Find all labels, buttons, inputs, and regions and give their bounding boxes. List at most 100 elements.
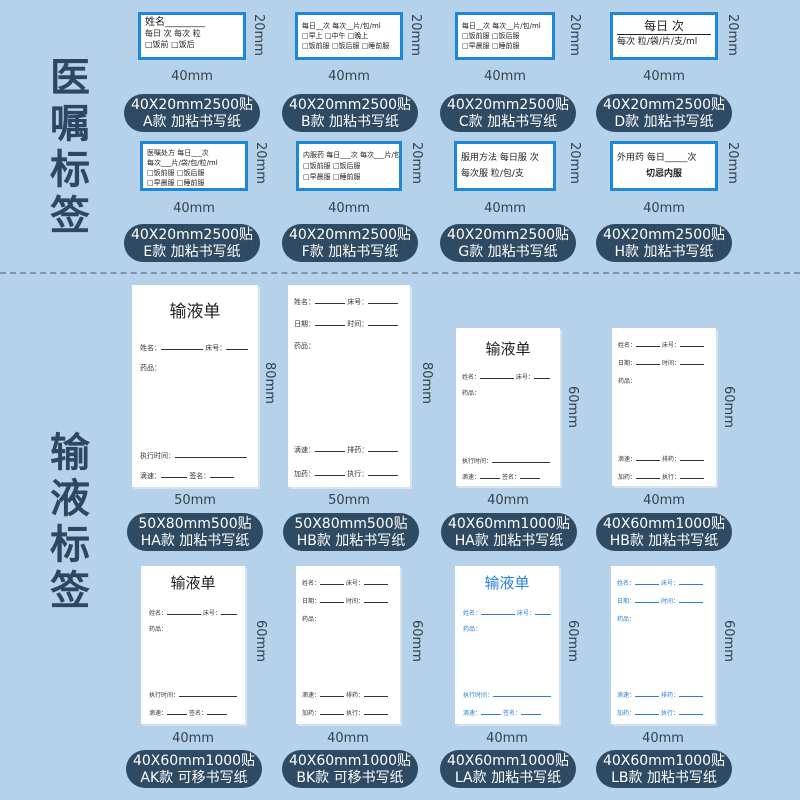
field-bed: 床号：: [345, 580, 364, 587]
field-date: 日期：: [294, 320, 315, 328]
label-line: □早晨服 □睡前服: [147, 179, 205, 187]
field-dispense: 排药：: [345, 692, 364, 699]
small-label-d: 每日 次 每次 粒/袋/片/支/ml: [610, 12, 718, 60]
label-line: □饭前服 □饭后服: [303, 162, 361, 170]
field-name: 姓名：: [294, 298, 315, 306]
label-line: 医嘱处方 每日___次: [147, 149, 209, 157]
field-speed: 滴速：: [302, 692, 321, 699]
pill-spec: 40X60mm1000贴: [447, 516, 571, 532]
label-line: 每日 次: [617, 19, 711, 35]
infusion-label-hb-40x60: 姓名： 床号： 日期： 时间： 药品： 滴速： 排药： 加药： 执行：: [612, 328, 716, 486]
infusion-label-ak: 输液单 姓名： 床号： 药品： 执行时间： 滴速： 签名：: [141, 566, 245, 724]
small-label-c: 每日__次 每次__片/包/ml □饭前服 □饭后服 □早晨服 □睡前服: [455, 12, 555, 60]
field-drug: 药品：: [463, 626, 482, 633]
infusion-label-ha-50x80: 输液单 姓名： 床号： 药品： 执行时间： 滴速： 签名：: [132, 285, 258, 487]
infusion-label-lb: 姓名： 床号： 日期： 时间： 药品： 滴速： 排药： 加药： 执行：: [611, 566, 715, 724]
infusion-label-la: 输液单 姓名： 床号： 药品： 执行时间： 滴速： 签名：: [455, 566, 559, 724]
field-dispense: 排药：: [660, 692, 679, 699]
label-line: 每日__次 每次__片/包/ml: [462, 22, 541, 30]
side-title-char: 签: [50, 193, 90, 239]
field-add-drug: 加药：: [618, 474, 637, 481]
label-line: □饭前服 □饭后服: [462, 32, 520, 40]
pill-spec: 40X20mm2500贴: [130, 97, 254, 113]
dimension-width: 40mm: [172, 731, 214, 746]
field-bed: 床号：: [661, 342, 680, 349]
label-line: □饭前 □饭后: [145, 40, 195, 49]
product-pill-h: 40X20mm2500贴 H款 加粘书写纸: [596, 224, 732, 262]
product-pill-e: 40X20mm2500贴 E款 加粘书写纸: [124, 224, 260, 262]
dimension-height: 80mm: [419, 362, 434, 404]
dimension-width: 50mm: [328, 493, 370, 508]
pill-model: HB款 加粘书写纸: [296, 533, 406, 549]
pill-spec: 50X80mm500贴: [294, 516, 408, 532]
product-pill-b: 40X20mm2500贴 B款 加粘书写纸: [282, 94, 418, 132]
field-speed: 滴速：: [618, 456, 637, 463]
small-label-g: 服用方法 每日服 次 每次服 粒/包/支: [454, 141, 556, 191]
label-title: 输液单: [170, 574, 216, 592]
field-name: 姓名：: [462, 374, 481, 381]
field-time: 时间：: [345, 598, 364, 605]
field-dispense: 排药：: [661, 456, 680, 463]
dimension-width: 40mm: [643, 493, 685, 508]
pill-spec: 40X60mm1000贴: [446, 753, 570, 769]
product-pill-bk: 40X60mm1000贴 BK款 可移书写纸: [282, 750, 418, 788]
pill-model: LB款 加粘书写纸: [611, 770, 717, 786]
dimension-width: 40mm: [642, 731, 684, 746]
product-pill-hb-40x60: 40X60mm1000贴 HB款 加粘书写纸: [596, 513, 732, 551]
product-pill-lb: 40X60mm1000贴 LB款 加粘书写纸: [596, 750, 732, 788]
field-drug: 药品：: [149, 626, 168, 633]
small-label-e: 医嘱处方 每日___次 每次___片/袋/包/粒/ml □饭前服 □饭后服 □早…: [140, 141, 248, 191]
pill-model: AK款 可移书写纸: [140, 770, 248, 786]
dimension-height: 20mm: [567, 14, 582, 56]
side-title-char: 嘱: [50, 101, 90, 147]
dimension-width: 40mm: [487, 493, 529, 508]
side-title-infusion: 输 液 标 签: [45, 430, 95, 614]
product-pill-c: 40X20mm2500贴 C款 加粘书写纸: [440, 94, 576, 132]
field-name: 姓名：: [463, 610, 482, 617]
dimension-height: 60mm: [409, 620, 424, 662]
dimension-width: 40mm: [486, 731, 528, 746]
side-title-char: 标: [50, 147, 90, 193]
label-line: 每次服 粒/包/支: [461, 169, 524, 179]
dimension-width: 40mm: [643, 201, 685, 216]
label-line: 每次___片/袋/包/粒/ml: [147, 159, 218, 167]
pill-model: H款 加粘书写纸: [614, 244, 714, 260]
dimension-width: 40mm: [328, 69, 370, 84]
field-drug: 药品：: [618, 378, 637, 385]
field-time: 时间：: [660, 598, 679, 605]
field-dispense: 排药：: [347, 446, 369, 454]
product-pill-d: 40X20mm2500贴 D款 加粘书写纸: [596, 94, 732, 132]
pill-spec: 40X20mm2500贴: [130, 227, 254, 243]
product-pill-la: 40X60mm1000贴 LA款 加粘书写纸: [440, 750, 576, 788]
field-execute: 执行：: [660, 710, 679, 717]
label-line: 内服药 每日___次 每次___片/包/ml: [303, 151, 402, 159]
product-pill-hb-50x80: 50X80mm500贴 HB款 加粘书写纸: [283, 513, 419, 551]
field-sign: 签名：: [188, 710, 207, 717]
label-line: □早上 □中午 □晚上: [302, 32, 369, 40]
dimension-height: 20mm: [251, 14, 266, 56]
field-bed: 床号：: [202, 610, 221, 617]
label-line: 切忌内服: [645, 169, 682, 179]
dimension-width: 40mm: [484, 69, 526, 84]
field-execute: 执行：: [661, 474, 680, 481]
field-bed: 床号：: [660, 580, 679, 587]
pill-spec: 40X20mm2500贴: [602, 97, 726, 113]
label-title: 输液单: [169, 302, 221, 322]
field-exec-time: 执行时间：: [462, 458, 493, 465]
pill-model: D款 加粘书写纸: [614, 114, 714, 130]
field-drug: 药品：: [462, 390, 481, 397]
side-title-char: 输: [50, 430, 90, 476]
field-speed: 滴速：: [149, 710, 168, 717]
product-pill-f: 40X20mm2500贴 F款 加粘书写纸: [282, 224, 418, 262]
dimension-width: 40mm: [327, 731, 369, 746]
field-bed: 床号：: [516, 610, 535, 617]
product-pill-a: 40X20mm2500贴 A款 加粘书写纸: [124, 94, 260, 132]
field-speed: 滴速：: [462, 474, 481, 481]
pill-model: A款 加粘书写纸: [142, 114, 242, 130]
field-date: 日期：: [302, 598, 321, 605]
dimension-width: 50mm: [174, 493, 216, 508]
label-line: 外用药 每日_____次: [617, 153, 697, 163]
pill-spec: 40X20mm2500贴: [288, 227, 412, 243]
pill-model: HA款 加粘书写纸: [140, 533, 250, 549]
pill-spec: 40X60mm1000贴: [288, 753, 412, 769]
